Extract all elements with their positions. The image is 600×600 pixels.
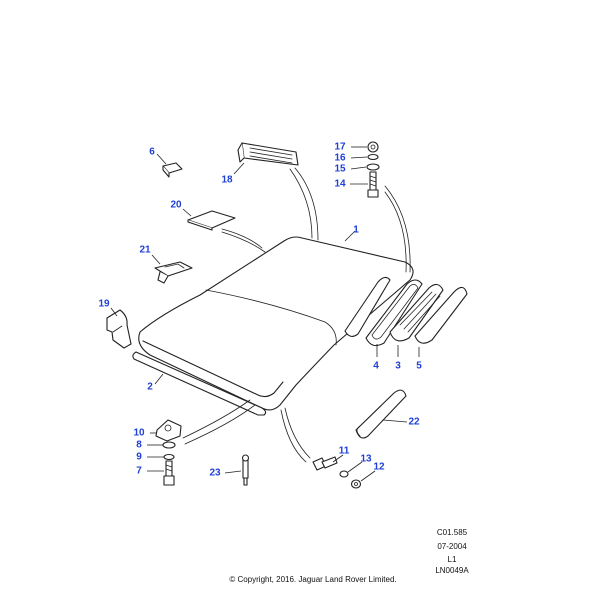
routing-lines [182,167,411,463]
callout-4: 4 [373,361,379,372]
illustration-id: LN0049A [435,566,469,575]
callout-23: 23 [209,468,221,479]
callout-11: 11 [339,446,350,457]
vent-assembly [237,142,299,166]
plate [187,210,236,231]
callout-19: 19 [98,299,110,310]
callout-7: 7 [136,466,142,477]
pad [162,162,183,178]
bracket [106,309,132,349]
copyright-text: © Copyright, 2016. Jaguar Land Rover Lim… [229,575,397,584]
callout-16: 16 [334,153,346,164]
tube [355,389,407,439]
callout-21: 21 [139,245,151,256]
rivet [241,454,250,486]
callout-1: 1 [353,225,359,236]
clip [154,261,193,284]
callout-12: 12 [373,462,385,473]
callout-8: 8 [136,440,142,451]
callout-20: 20 [170,200,182,211]
callout-10: 10 [133,428,145,439]
leader-lines [110,146,420,482]
callout-15: 15 [334,164,346,175]
level: L1 [447,555,457,564]
callout-2: 2 [147,382,153,393]
fixing-stack-lower [155,419,182,486]
callout-6: 6 [149,147,155,158]
callout-22: 22 [408,417,420,428]
issue-date: 07-2004 [437,542,467,551]
callout-3: 3 [395,361,401,372]
seal-set [344,276,468,347]
seal-strip [132,351,267,416]
ref-code: C01.585 [436,528,468,537]
callout-5: 5 [416,361,422,372]
callout-9: 9 [136,452,142,463]
bolt-assembly [312,456,362,489]
callout-17: 17 [334,142,346,153]
fixing-stack-upper [366,141,380,198]
callout-18: 18 [221,175,233,186]
callout-13: 13 [360,454,372,465]
callout-14: 14 [334,179,346,190]
